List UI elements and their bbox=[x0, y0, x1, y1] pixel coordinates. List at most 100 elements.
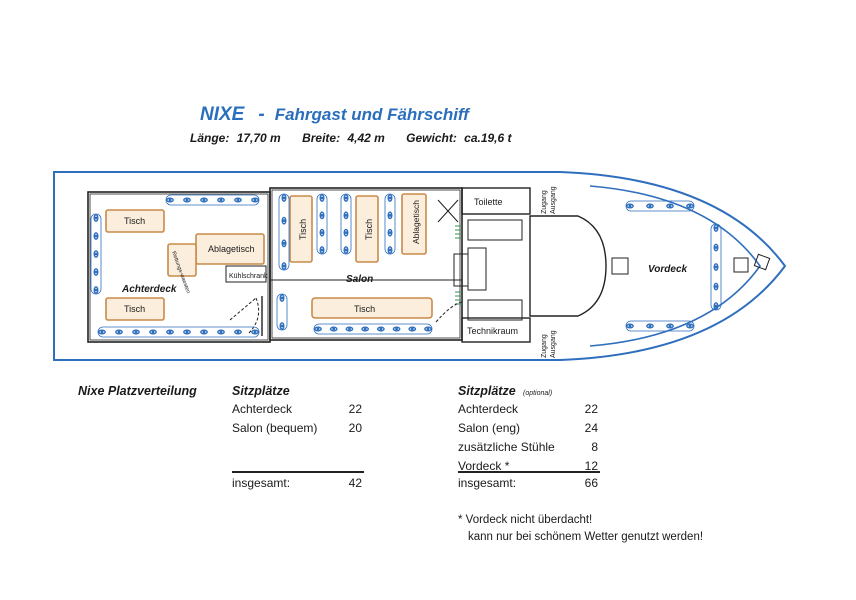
seat-dot bbox=[282, 264, 286, 268]
page-title: NIXE-Fahrgast und Fährschiff bbox=[200, 104, 469, 126]
seat bbox=[234, 197, 242, 203]
seat bbox=[713, 224, 719, 232]
seat bbox=[387, 246, 393, 254]
seat-dot bbox=[236, 330, 240, 334]
seat bbox=[343, 246, 349, 254]
seat bbox=[93, 286, 99, 294]
seat-row-label: zusätzliche Stühle bbox=[458, 440, 555, 454]
seat bbox=[281, 262, 287, 270]
seat-dot bbox=[668, 324, 672, 328]
table-salon-col1 bbox=[289, 195, 313, 263]
label-ablagetisch: Ablagetisch bbox=[208, 244, 255, 254]
bench bbox=[278, 193, 290, 271]
seat bbox=[713, 243, 719, 252]
seat bbox=[424, 326, 432, 332]
seat bbox=[387, 228, 393, 237]
seat-dot bbox=[388, 213, 392, 217]
seat-dot bbox=[344, 213, 348, 217]
table-salon-col2 bbox=[355, 195, 379, 263]
table-achterdeck-lower bbox=[105, 297, 165, 321]
seat bbox=[319, 228, 325, 237]
seat-dot bbox=[219, 330, 223, 334]
seat-dot bbox=[688, 324, 692, 328]
seat bbox=[319, 211, 325, 220]
seat-dot bbox=[168, 330, 172, 334]
bow-gunwale bbox=[589, 185, 761, 347]
seat bbox=[166, 197, 174, 203]
seat-dot bbox=[628, 204, 632, 208]
seat-row-value: 8 bbox=[591, 440, 598, 454]
seat-dot bbox=[714, 285, 718, 288]
label-ausgang-top: Ausgang bbox=[550, 186, 557, 214]
seat-row-label: Achterdeck bbox=[458, 402, 519, 416]
standard-total-value: 42 bbox=[348, 476, 362, 490]
width-value: 4,42 m bbox=[347, 131, 385, 145]
seat-dot bbox=[168, 198, 172, 202]
seat bbox=[666, 323, 674, 329]
seat-row-label: Salon (bequem) bbox=[232, 421, 318, 435]
seat bbox=[345, 326, 354, 332]
seat-dot bbox=[280, 324, 284, 328]
bench bbox=[625, 320, 695, 332]
seat-dot bbox=[388, 231, 392, 235]
seat-dot bbox=[282, 241, 286, 245]
seat-dot bbox=[688, 204, 692, 208]
seat-dot bbox=[100, 330, 104, 334]
kuehlschrank bbox=[225, 265, 267, 283]
bench bbox=[340, 193, 352, 255]
seat-dot bbox=[320, 196, 324, 200]
door-achterdeck bbox=[229, 297, 260, 335]
seat-dot bbox=[410, 327, 414, 331]
seat bbox=[200, 329, 208, 335]
seat-dot bbox=[202, 330, 206, 334]
seat bbox=[234, 329, 242, 335]
seat bbox=[93, 232, 99, 240]
seat-dot bbox=[253, 330, 257, 334]
seat-dot bbox=[94, 288, 98, 292]
label-zugang-bottom: Zugang bbox=[541, 334, 548, 358]
seat-dot bbox=[344, 196, 348, 200]
rettungsweste-box bbox=[167, 243, 197, 277]
section-title: Nixe Platzverteilung bbox=[78, 384, 197, 398]
seat-dot bbox=[332, 327, 336, 331]
wheelhouse bbox=[529, 215, 607, 317]
seat bbox=[93, 268, 99, 276]
seat-dot bbox=[117, 330, 121, 334]
seat-dot bbox=[236, 198, 240, 202]
seat bbox=[626, 323, 634, 329]
bench bbox=[625, 200, 695, 212]
weight-value: ca.19,6 t bbox=[464, 131, 512, 145]
seat bbox=[343, 228, 349, 237]
seat bbox=[98, 329, 106, 335]
standard-heading: Sitzplätze bbox=[232, 384, 290, 398]
seat bbox=[217, 329, 225, 335]
seat bbox=[93, 250, 99, 258]
seat bbox=[251, 197, 259, 203]
length-label: Länge: bbox=[190, 131, 230, 145]
seat-dot bbox=[320, 213, 324, 217]
optional-heading-block: Sitzplätze (optional) bbox=[458, 384, 552, 398]
seat-dot bbox=[320, 231, 324, 235]
optional-total-value: 66 bbox=[584, 476, 598, 490]
bench bbox=[710, 223, 722, 311]
width-label: Breite: bbox=[302, 131, 341, 145]
seat bbox=[361, 326, 370, 332]
footnote-line1: * Vordeck nicht überdacht! bbox=[458, 514, 593, 526]
label-tisch-lower: Tisch bbox=[124, 304, 145, 314]
seat-dot bbox=[714, 246, 718, 249]
seat bbox=[251, 329, 259, 335]
seat-row-label: Salon (eng) bbox=[458, 421, 521, 435]
seat bbox=[376, 326, 385, 332]
seat bbox=[408, 326, 417, 332]
seat-row: Vordeck *12 bbox=[458, 459, 598, 478]
seat bbox=[149, 329, 157, 335]
seat-dot bbox=[185, 198, 189, 202]
seat-dot bbox=[628, 324, 632, 328]
seat-dot bbox=[668, 204, 672, 208]
bench bbox=[276, 293, 288, 331]
seat-row-label: Vordeck * bbox=[458, 459, 510, 473]
label-tisch-col1: Tisch bbox=[298, 219, 308, 240]
seat-dot bbox=[219, 198, 223, 202]
